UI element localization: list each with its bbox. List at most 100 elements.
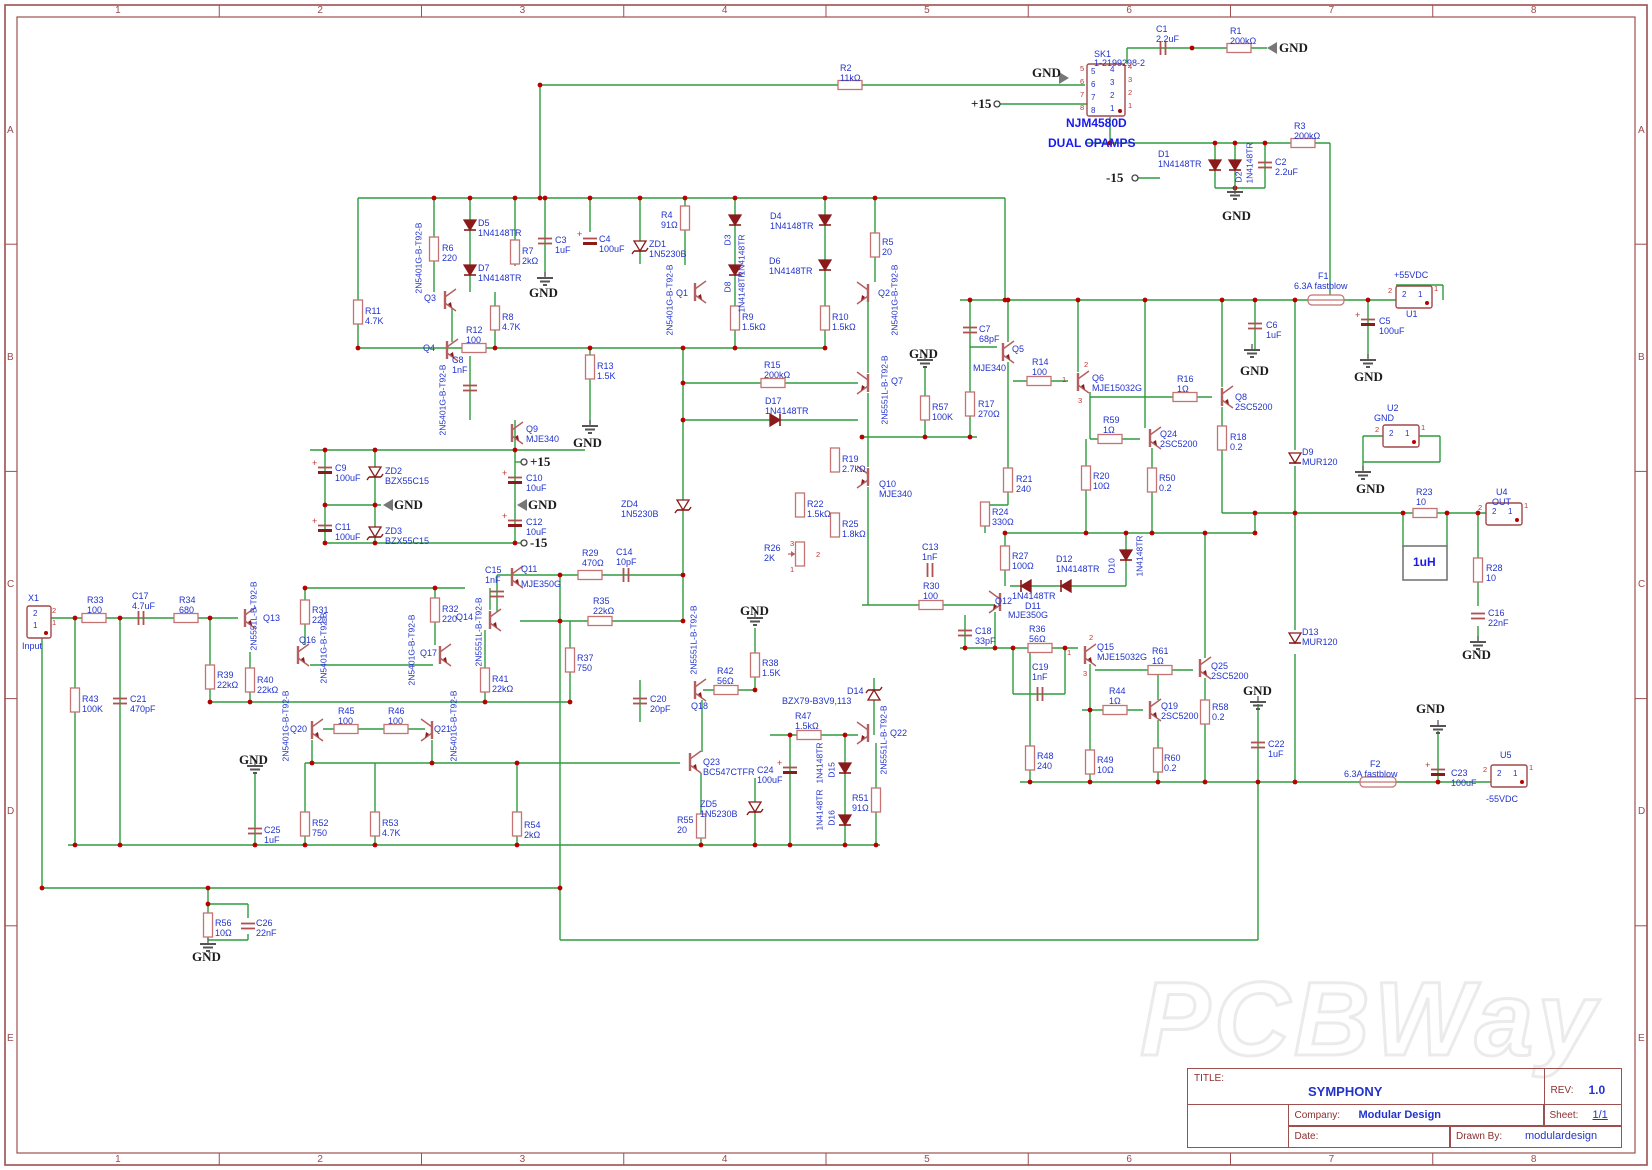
- zener-hook: [380, 533, 384, 538]
- component-label-Q6: Q6 MJE15032G: [1092, 373, 1143, 393]
- diode-symbol: [727, 264, 743, 277]
- junction-dot: [39, 885, 45, 891]
- component-label-D7: D7 1N4148TR: [478, 263, 522, 283]
- component-label-R46: R46 100: [388, 706, 405, 726]
- junction-dot: [962, 645, 968, 651]
- rev-label: REV:: [1550, 1085, 1574, 1096]
- text-mje340: MJE340: [973, 363, 1007, 373]
- resistor-symbol: [999, 545, 1011, 571]
- zener-hook: [366, 476, 370, 481]
- junction-dot: [429, 760, 435, 766]
- component-label-R12: R12 100: [466, 325, 483, 345]
- text-gnd: GND: [239, 752, 268, 767]
- component-label-C13: C13 1nF: [922, 542, 939, 562]
- junction-dot: [372, 447, 378, 453]
- component-label-Q17: Q17: [420, 648, 438, 658]
- junction-dot: [1142, 297, 1148, 303]
- junction-dot: [1123, 530, 1129, 536]
- component-label-Q22: Q22: [890, 728, 908, 738]
- text-gnd: GND: [1354, 369, 1383, 384]
- component-label-R48: R48 240: [1037, 751, 1054, 771]
- text-out: OUT: [1492, 497, 1511, 507]
- vertical-label: 2N5401G-B-T92-B: [318, 612, 329, 684]
- diode-symbol: [1227, 159, 1243, 172]
- resistor-symbol: [1412, 507, 1438, 519]
- transistor-emitter: [297, 657, 310, 667]
- resistor-symbol: [760, 377, 786, 389]
- transistor-collector: [1077, 370, 1090, 380]
- component-label-Q3: Q3: [424, 293, 437, 303]
- resistor-symbol: [1002, 467, 1014, 493]
- component-label-D4: D4 1N4148TR: [770, 211, 814, 231]
- text-1: 1: [1513, 769, 1518, 778]
- text-5: 5: [1091, 67, 1096, 76]
- component-label-R43: R43 100K: [82, 694, 104, 714]
- text-njm4580d: NJM4580D: [1066, 116, 1127, 130]
- component-label-Q15: Q15 MJE15032G: [1097, 642, 1148, 662]
- diode-symbol: [1019, 578, 1032, 594]
- transistor-arrow: [993, 604, 997, 610]
- text-gnd: GND: [1243, 683, 1272, 698]
- frame-col-5: 5: [924, 5, 930, 16]
- component-label-R32: R32 220: [442, 604, 459, 624]
- frame-row-D: D: [7, 806, 15, 818]
- transistor-collector: [244, 606, 257, 616]
- text-gnd: GND: [1374, 413, 1394, 423]
- transistor-arrow: [448, 302, 452, 308]
- transistor-collector: [420, 718, 433, 728]
- transistor-emitter: [694, 692, 707, 702]
- diode-symbol: [632, 240, 648, 253]
- title-label: TITLE:: [1194, 1073, 1225, 1084]
- diode-symbol: [1118, 549, 1134, 562]
- polarity-plus: +: [502, 511, 507, 521]
- resistor-symbol: [837, 79, 863, 91]
- transistor-collector: [856, 281, 869, 291]
- junction-dot: [1262, 140, 1268, 146]
- pot-arrow: [791, 551, 795, 557]
- junction-dot: [1202, 530, 1208, 536]
- component-label-R10: R10 1.5kΩ: [832, 312, 856, 332]
- text-1: 1: [790, 565, 795, 574]
- text-2: 2: [1084, 360, 1089, 369]
- junction-dot: [922, 434, 928, 440]
- diode-symbol: [1059, 578, 1072, 594]
- component-label-C22: C22 1uF: [1268, 739, 1285, 759]
- junction-dot: [205, 885, 211, 891]
- zener-hook: [746, 811, 750, 816]
- junction-dot: [680, 345, 686, 351]
- resistor-symbol: [979, 501, 991, 527]
- junction-dot: [1087, 779, 1093, 785]
- resistor-symbol: [173, 612, 199, 624]
- text-63afastblow: 6.3A fastblow: [1344, 769, 1398, 779]
- junction-dot: [467, 195, 473, 201]
- vertical-label: D8: [722, 281, 733, 293]
- resistor-symbol: [244, 667, 256, 693]
- junction-dot: [355, 345, 361, 351]
- resistor-symbol: [918, 599, 944, 611]
- transistor-arrow: [301, 657, 305, 663]
- junction-dot: [1252, 530, 1258, 536]
- text-1: 1: [1508, 507, 1513, 516]
- transistor-collector: [694, 678, 707, 688]
- component-label-R59: R59 1Ω: [1103, 415, 1120, 435]
- transistor-collector: [689, 750, 702, 760]
- component-label-F2: F2: [1370, 759, 1381, 769]
- junction-dot: [482, 699, 488, 705]
- text-2: 2: [1478, 503, 1483, 512]
- component-label-R38: R38 1.5K: [762, 658, 781, 678]
- component-label-D9: D9 MUR120: [1302, 447, 1338, 467]
- component-label-R14: R14 100: [1032, 357, 1049, 377]
- junction-dot: [1202, 779, 1208, 785]
- resistor-symbol: [1146, 467, 1158, 493]
- transistor-emitter: [446, 352, 459, 362]
- junction-dot: [322, 540, 328, 546]
- component-label-R44: R44 1Ω: [1109, 686, 1126, 706]
- transistor-emitter: [689, 764, 702, 774]
- component-label-R58: R58 0.2: [1212, 702, 1229, 722]
- junction-dot: [1365, 297, 1371, 303]
- zener-hook: [645, 247, 649, 252]
- connector-pin1-dot: [1118, 109, 1122, 113]
- component-label-R52: R52 750: [312, 818, 329, 838]
- text-1-2199298-2: 1-2199298-2: [1094, 58, 1146, 68]
- diode-symbol: [817, 214, 833, 227]
